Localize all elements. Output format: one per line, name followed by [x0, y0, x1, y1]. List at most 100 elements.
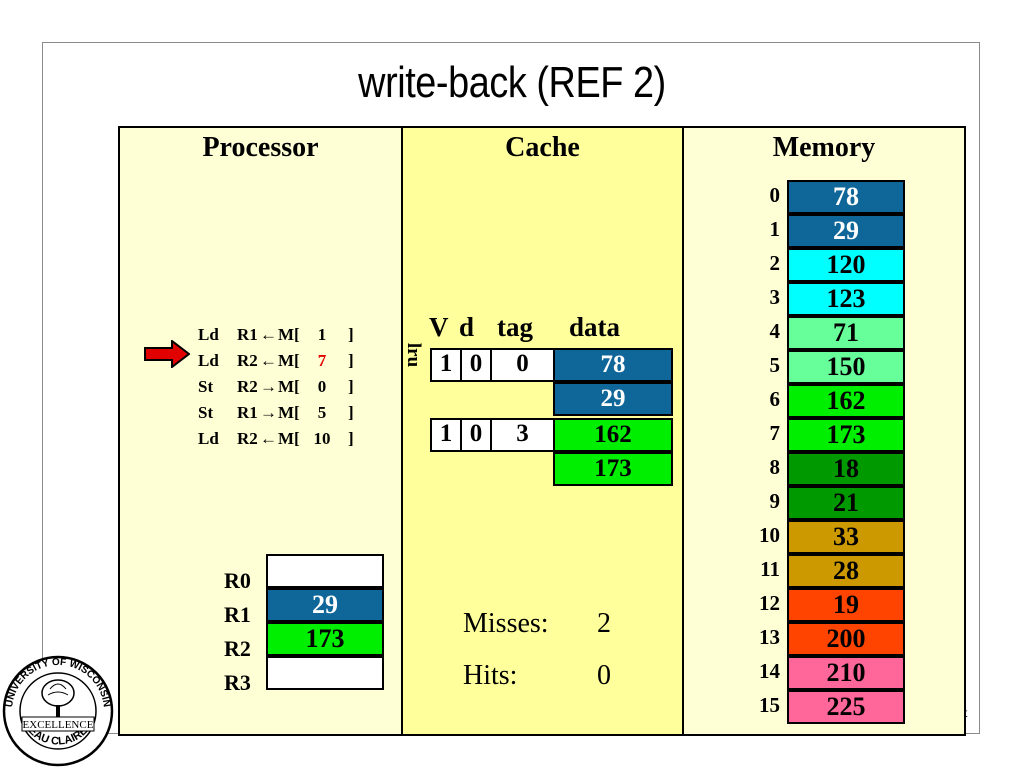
instruction-mem: M[	[278, 351, 300, 370]
memory-address: 2	[769, 251, 781, 275]
instruction-mem: M[	[278, 325, 300, 344]
memory-cell: 19	[787, 588, 905, 622]
instruction-op: Ld	[198, 429, 219, 448]
cache-line1-valid: 1	[430, 418, 462, 452]
memory-address: 3	[769, 285, 781, 309]
memory-address: 5	[769, 353, 781, 377]
cache-line0-valid: 1	[430, 348, 462, 382]
instruction-register: R1	[237, 403, 258, 422]
memory-cell: 200	[787, 622, 905, 656]
cache-col-dirty: d	[459, 312, 475, 342]
memory-address: 7	[769, 421, 781, 445]
processor-heading: Processor	[202, 132, 319, 163]
instruction-address: 0	[317, 377, 327, 396]
memory-address: 13	[759, 625, 780, 649]
current-instruction-arrow-icon	[144, 340, 190, 368]
misses-count: 2	[597, 608, 611, 639]
instruction-register: R2	[237, 351, 258, 370]
instruction-op: Ld	[198, 325, 219, 344]
instruction-close: ]	[348, 351, 354, 370]
cache-line1-dirty: 0	[460, 418, 492, 452]
instruction-address: 1	[317, 325, 327, 344]
memory-cell: 71	[787, 316, 905, 350]
register-label-r3: R3	[224, 670, 251, 695]
instruction-address: 10	[313, 429, 331, 448]
instruction-mem: M[	[278, 377, 300, 396]
register-r1: 29	[266, 588, 384, 622]
instruction-op: St	[198, 377, 214, 396]
memory-cell: 28	[787, 554, 905, 588]
cache-line0-word0: 78	[553, 348, 673, 382]
cache-line1-tag: 3	[490, 418, 555, 452]
memory-address: 10	[759, 523, 780, 547]
cache-col-data: data	[569, 312, 621, 342]
memory-address: 8	[769, 455, 781, 479]
memory-cell: 162	[787, 384, 905, 418]
memory-cell: 123	[787, 282, 905, 316]
instruction-mem: M[	[278, 403, 300, 422]
misses-label: Misses:	[463, 608, 549, 639]
memory-cell: 173	[787, 418, 905, 452]
instruction-address: 7	[317, 351, 327, 370]
instruction-mem: M[	[278, 429, 300, 448]
instruction-arrow: →	[260, 377, 277, 396]
instruction-address: 5	[317, 403, 327, 422]
register-label-r1: R1	[224, 602, 251, 627]
memory-address: 15	[759, 693, 780, 717]
cache-col-tag: tag	[497, 312, 533, 342]
hits-count: 0	[597, 660, 611, 691]
cache-line0-word1: 29	[553, 382, 673, 416]
instruction-arrow: ←	[260, 325, 277, 344]
memory-address: 0	[769, 183, 781, 207]
instruction-op: Ld	[198, 351, 219, 370]
register-label-r2: R2	[224, 636, 251, 661]
instruction-arrow: ←	[260, 351, 277, 370]
memory-heading: Memory	[772, 132, 876, 163]
memory-cell: 29	[787, 214, 905, 248]
memory-cell: 210	[787, 656, 905, 690]
instruction-register: R1	[237, 325, 258, 344]
cache-line0-tag: 0	[490, 348, 555, 382]
register-label-r0: R0	[224, 568, 251, 593]
register-r3	[266, 656, 384, 690]
memory-cell: 150	[787, 350, 905, 384]
cache-col-valid: V	[429, 312, 449, 342]
register-r2: 173	[266, 622, 384, 656]
memory-cell: 33	[787, 520, 905, 554]
memory-cell: 120	[787, 248, 905, 282]
memory-address: 6	[769, 387, 781, 411]
hits-label: Hits:	[463, 660, 518, 691]
instruction-close: ]	[348, 377, 354, 396]
memory-cell: 18	[787, 452, 905, 486]
memory-address: 12	[759, 591, 780, 615]
instruction-op: St	[198, 403, 214, 422]
memory-address: 1	[769, 217, 781, 241]
instruction-register: R2	[237, 377, 258, 396]
instruction-register: R2	[237, 429, 258, 448]
instruction-arrow: ←	[260, 429, 277, 448]
cache-line1-word1: 173	[553, 452, 673, 486]
cache-heading: Cache	[505, 132, 580, 163]
cache-panel: Cache V d tag data lru 1 0 0 78 29 1 0 3…	[403, 128, 684, 734]
memory-address: 11	[760, 557, 780, 581]
memory-cell: 21	[787, 486, 905, 520]
memory-address: 4	[769, 319, 781, 343]
instruction-arrow: →	[260, 403, 277, 422]
memory-address: 14	[759, 659, 780, 683]
lru-label: lru	[403, 342, 425, 368]
instruction-close: ]	[348, 325, 354, 344]
memory-address: 9	[769, 489, 781, 513]
memory-cell: 225	[787, 690, 905, 724]
register-r0	[266, 554, 384, 588]
instruction-close: ]	[348, 403, 354, 422]
cache-line0-dirty: 0	[460, 348, 492, 382]
instruction-close: ]	[348, 429, 354, 448]
footer-fragment: t	[964, 706, 968, 720]
slide-title: write-back (REF 2)	[358, 58, 666, 107]
svg-text:EXCELLENCE: EXCELLENCE	[23, 719, 94, 731]
cache-line1-word0: 162	[553, 418, 673, 452]
